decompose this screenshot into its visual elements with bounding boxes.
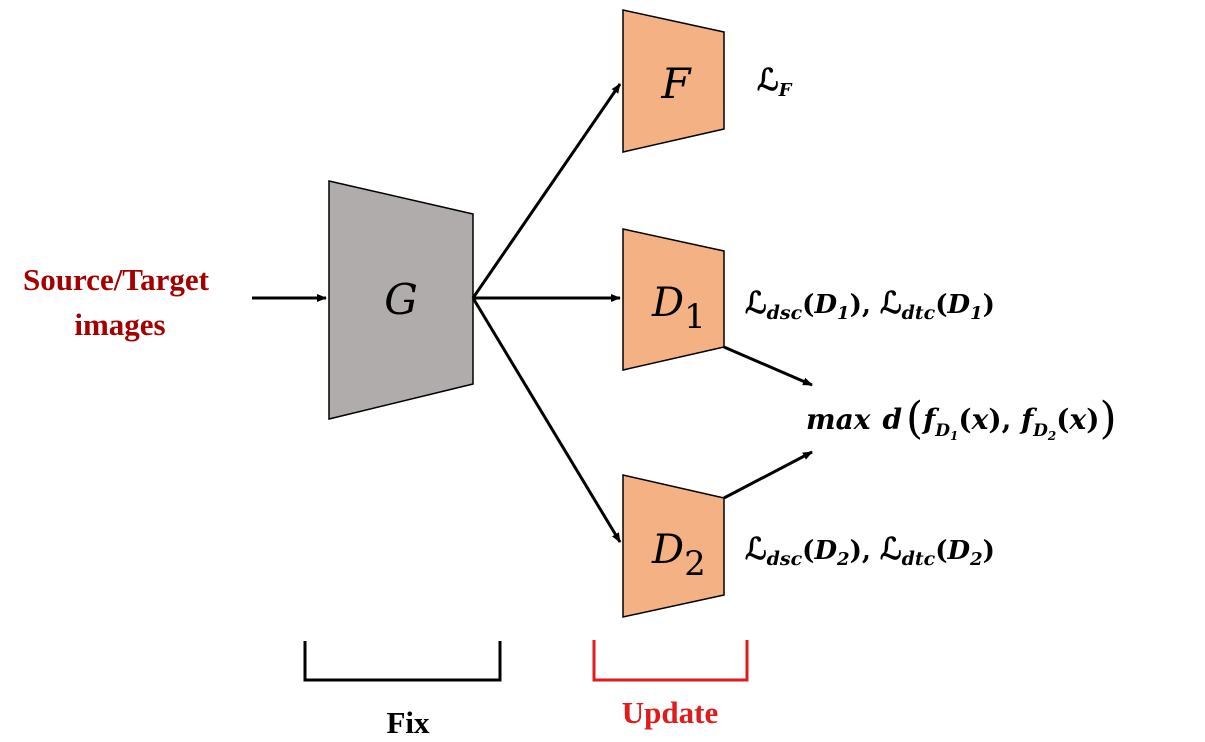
f-loss: ℒF <box>757 63 793 101</box>
f-label: F <box>660 59 692 108</box>
fix-bracket <box>303 641 502 682</box>
generator-label: G <box>384 275 418 324</box>
update-bracket <box>592 640 749 682</box>
d2-label: D2 <box>651 527 706 584</box>
arrow-d2-to-objective <box>723 450 813 500</box>
arrow-g-to-d2 <box>471 297 622 543</box>
d1-losses: ℒdsc(D1), ℒdtc(D1) <box>745 286 995 324</box>
arrow-g-to-f <box>471 83 622 299</box>
input-label-line1: Source/Target <box>23 262 210 297</box>
input-label-line2: images <box>74 307 165 342</box>
d2-block <box>622 474 725 618</box>
d1-label: D1 <box>651 280 706 337</box>
generator-block <box>328 180 474 420</box>
fix-label: Fix <box>386 705 430 740</box>
f-block <box>622 9 725 153</box>
update-label: Update <box>622 695 718 730</box>
arrow-d1-to-objective <box>723 345 813 387</box>
d2-losses: ℒdsc(D2), ℒdtc(D2) <box>745 532 995 570</box>
